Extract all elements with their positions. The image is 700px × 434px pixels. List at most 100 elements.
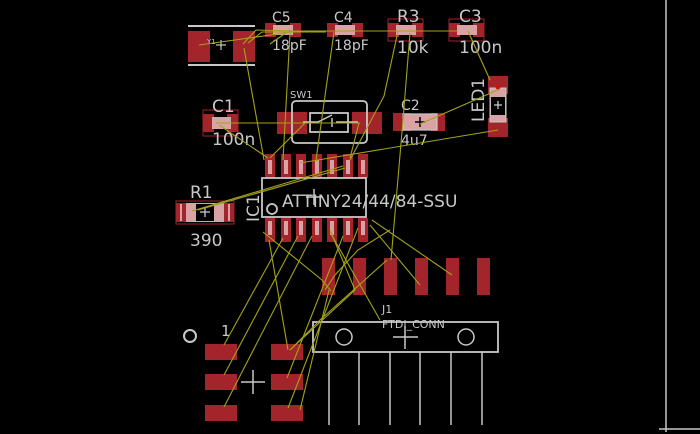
ic1-name: IC1 <box>244 194 264 222</box>
c5-name: C5 <box>272 10 291 26</box>
ic1-silk-body <box>261 177 367 218</box>
c3-name: C3 <box>459 7 482 27</box>
airwire <box>315 31 335 161</box>
led1-pad-2[interactable] <box>488 118 508 137</box>
ic1-pad-top-overlap <box>268 160 272 174</box>
airwire <box>390 32 411 261</box>
c4-body <box>335 25 355 35</box>
ic1-value: ATTINY24/44/84-SSU <box>282 192 457 212</box>
component-j1[interactable]: J1 FTDI_CONN <box>312 258 499 425</box>
c4-value: 18pF <box>334 38 369 54</box>
j1-value: FTDI_CONN <box>382 318 445 331</box>
j1-silk-body <box>312 321 499 353</box>
j1-pad[interactable] <box>384 258 397 295</box>
airwire <box>349 122 360 159</box>
c1-name: C1 <box>212 97 235 117</box>
airwire <box>191 165 344 212</box>
c1-pad-1[interactable] <box>203 114 214 132</box>
r3-name: R3 <box>397 7 420 27</box>
j1-pad[interactable] <box>322 258 335 295</box>
ic1-pad-bottom-overlap <box>315 221 319 235</box>
airwire <box>289 259 388 351</box>
ic1-pad-bottom-overlap <box>284 221 288 235</box>
r3-pad-1[interactable] <box>388 23 399 37</box>
airwire <box>242 29 293 45</box>
j1-pad[interactable] <box>353 258 366 295</box>
j1-pad[interactable] <box>415 258 428 295</box>
isp-pad-1[interactable] <box>205 344 237 360</box>
ic1-pad-bottom-overlap <box>268 221 272 235</box>
component-y1[interactable]: Y1 <box>188 25 255 66</box>
c3-value: 100n <box>459 38 502 58</box>
r3-pad-2[interactable] <box>412 23 423 37</box>
component-r1[interactable]: R1 390 <box>175 183 235 251</box>
isp-pad-4[interactable] <box>271 374 303 390</box>
ic1-pad-top-overlap <box>361 160 365 174</box>
ic1-pin1-marker <box>266 203 278 215</box>
c4-name: C4 <box>334 10 353 26</box>
ic1-pad-top-overlap <box>346 160 350 174</box>
y1-pad-1[interactable] <box>188 31 210 62</box>
c3-pad-2[interactable] <box>473 23 484 37</box>
component-ic1[interactable]: IC1 ATTINY24/44/84-SSU <box>244 154 457 242</box>
airwire <box>197 167 346 211</box>
isp-pad-2[interactable] <box>271 344 303 360</box>
ic1-pad-top-overlap <box>315 160 319 174</box>
r3-value: 10k <box>397 38 429 58</box>
component-led1[interactable]: LED1 <box>469 76 508 137</box>
airwire <box>299 289 330 411</box>
j1-mount-hole-right <box>457 328 475 346</box>
isp-pad-3[interactable] <box>205 374 237 390</box>
y1-pad-2[interactable] <box>233 31 255 62</box>
c4-pad-2[interactable] <box>352 23 363 37</box>
airwire <box>329 231 381 321</box>
c5-pad-2[interactable] <box>290 23 301 37</box>
isp-origin-cross <box>241 370 265 394</box>
component-c1[interactable]: C1 100n <box>202 97 255 150</box>
airwire <box>419 88 501 125</box>
airwire <box>299 129 499 164</box>
component-isp-header[interactable]: 1 <box>183 322 303 421</box>
ic1-origin-cross <box>306 189 322 205</box>
isp-pin1-marker <box>183 329 197 343</box>
j1-pad[interactable] <box>446 258 459 295</box>
airwires <box>191 29 501 411</box>
switch-symbol-icon <box>303 114 358 127</box>
y1-label: Y1 <box>206 38 216 46</box>
isp-pad-6[interactable] <box>271 405 303 421</box>
isp-pin1-label: 1 <box>221 322 231 340</box>
r1-name: R1 <box>190 183 213 203</box>
c1-value: 100n <box>212 130 255 150</box>
r3-body <box>396 25 416 35</box>
ic1-pad-bottom-overlap <box>299 221 303 235</box>
airwire <box>247 31 326 44</box>
ic1-pad-bottom-overlap <box>346 221 350 235</box>
airwire <box>223 235 313 408</box>
airwire <box>223 235 299 376</box>
r1-origin-cross <box>200 207 210 217</box>
ic1-pad-bottom-overlap <box>330 221 334 235</box>
j1-pad[interactable] <box>477 258 490 295</box>
component-c3[interactable]: C3 100n <box>448 7 502 58</box>
c4-pad-1[interactable] <box>327 23 338 37</box>
component-r3[interactable]: R3 10k <box>387 7 429 58</box>
airwire <box>218 124 269 159</box>
ic1-pad-top-overlap <box>299 160 303 174</box>
led1-origin-cross <box>494 101 502 109</box>
ic1-pad-bottom-overlap <box>361 221 365 235</box>
c2-value: 4u7 <box>401 133 428 149</box>
airwire <box>198 31 293 46</box>
c3-pad-1[interactable] <box>449 23 460 37</box>
j1-name: J1 <box>381 303 392 316</box>
c5-body <box>273 25 293 35</box>
isp-pad-5[interactable] <box>205 405 237 421</box>
ic1-pad-top-overlap <box>284 160 288 174</box>
c3-body <box>457 25 477 35</box>
airwire <box>371 219 453 276</box>
airwire <box>286 235 344 379</box>
airwire <box>223 237 284 346</box>
airwire <box>289 229 356 351</box>
airwire <box>324 229 391 291</box>
component-c4[interactable]: C4 18pF <box>327 10 369 54</box>
